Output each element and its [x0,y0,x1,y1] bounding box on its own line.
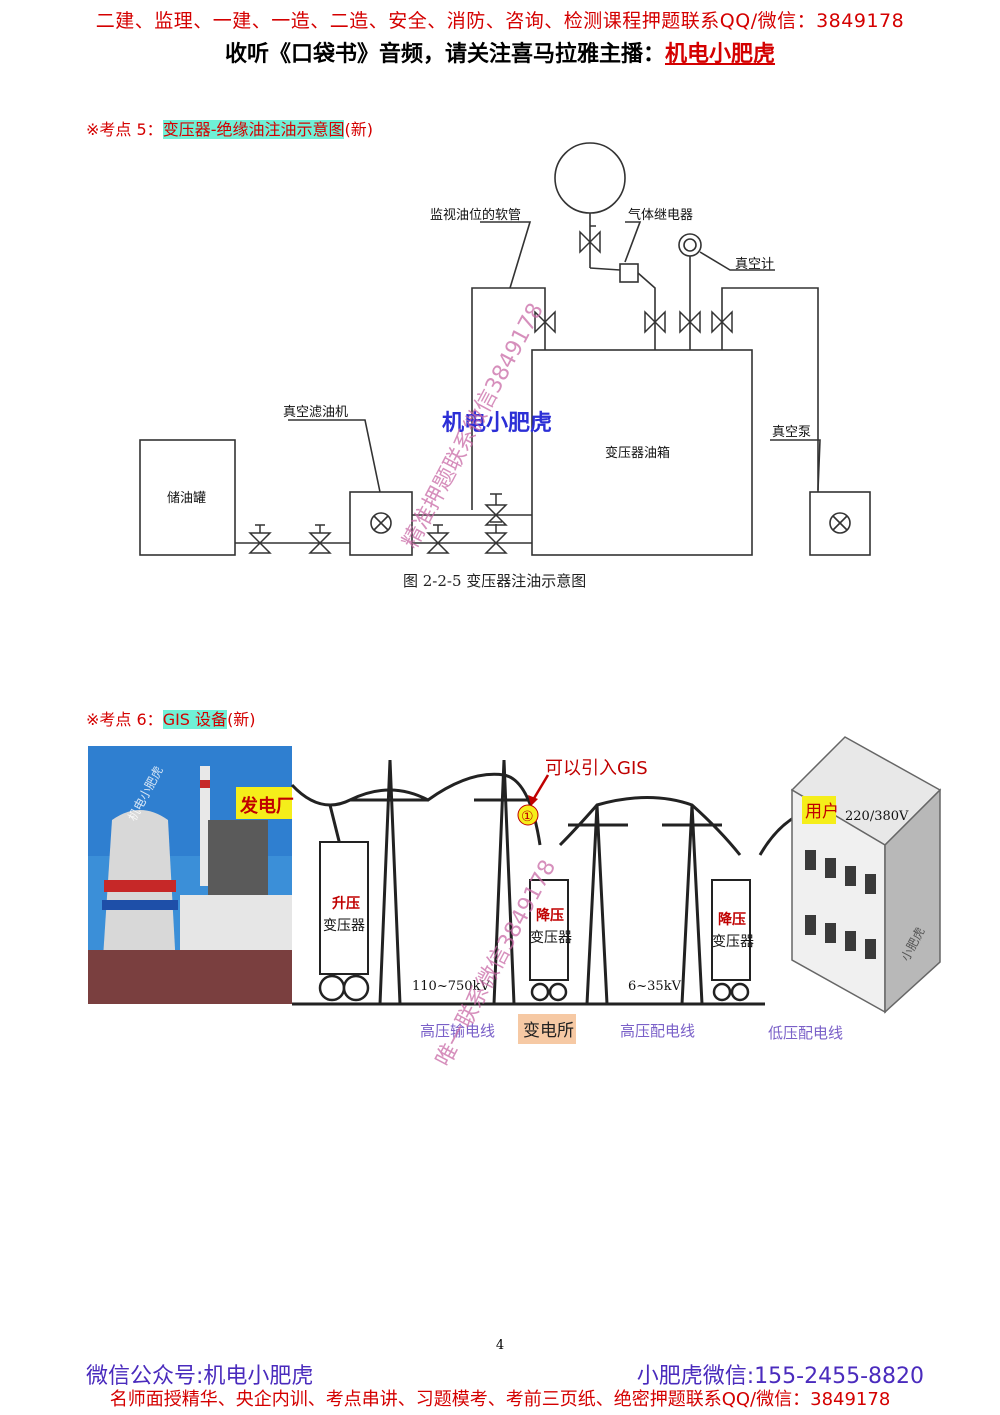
valve-icon [484,532,508,554]
watermark-brand: 机电小肥虎 [442,410,552,436]
valve-icon [248,532,272,554]
label-mv-range: 6~35kV [628,979,682,994]
storage-tank [139,439,236,556]
section5-suffix: (新) [344,120,373,139]
gis-arrow [531,774,550,801]
transformer-tank [531,349,753,556]
header-audio-line: 收听《口袋书》音频，请关注喜马拉雅主播：机电小肥虎 [0,36,1000,68]
valve-icon [426,532,450,554]
header-brand-link[interactable]: 机电小肥虎 [665,42,776,67]
valve-icon [679,310,701,334]
header-contact-line: 二建、监理、一建、一造、二造、安全、消防、咨询、检测课程押题联系QQ/微信：38… [95,10,905,32]
label-gis-note: 可以引入GIS [545,758,648,779]
gis-power-chain-diagram: 发电厂 机电小肥虎 升压 变压器 降压 变压器 降压 [88,736,942,1071]
label-step-down-2: 变压器 [530,930,572,946]
section6-suffix: (新) [227,710,256,729]
label-vacuum-pump: 真空泵 [772,425,811,440]
valve-icon [308,532,332,554]
label-step-down-4: 变压器 [712,934,754,950]
label-storage-tank: 储油罐 [167,491,206,506]
distribution-step-down-transformer: 降压 变压器 [711,879,754,1002]
power-plant-photo: 发电厂 机电小肥虎 [88,746,294,1004]
footer-wechat-contact: 小肥虎微信:155-2455-8820 [636,1364,924,1389]
label-gas-relay: 气体继电器 [628,207,693,223]
figure-caption: 图 2-2-5 变压器注油示意图 [403,572,586,590]
section5-heading: ※考点 5：变压器-绝缘油注油示意图(新) [86,116,373,140]
header-audio-prefix: 收听《口袋书》音频，请关注喜马拉雅主播： [224,42,665,67]
transmission-towers [290,759,811,1005]
page-number: 4 [495,1338,505,1353]
section6-title: GIS 设备 [162,710,228,729]
label-user-voltage: 220/380V [845,809,909,824]
label-step-up-2: 变压器 [323,918,365,934]
label-hose: 监视油位的软管 [430,207,521,223]
valve-icon [579,230,601,254]
vacuum-pump [809,491,871,556]
section5-prefix: ※考点 5： [86,120,163,139]
label-step-down-1: 降压 [536,907,564,924]
label-vacuum-gauge: 真空计 [735,257,774,272]
label-step-up-1: 升压 [332,895,360,912]
label-vacuum-filter: 真空滤油机 [283,405,348,420]
valve-group [248,230,733,554]
section5-title: 变压器-绝缘油注油示意图 [162,120,345,139]
valve-icon [644,310,666,334]
label-transformer-tank: 变压器油箱 [605,445,670,461]
label-user: 用户 [805,802,839,822]
label-power-plant: 发电厂 [239,795,294,817]
label-hv-range: 110~750kV [412,979,490,994]
label-gis-marker: ① [521,809,534,825]
oil-filling-diagram: 监视油位的软管 气体继电器 真空计 真空滤油机 储油罐 变压器油箱 真空泵 机电… [139,142,871,590]
valve-icon [534,310,556,334]
label-substation: 变电所 [523,1021,574,1041]
valve-icon [484,504,508,526]
section6-prefix: ※考点 6： [86,710,163,729]
label-mv-line: 高压配电线 [620,1022,695,1040]
substation-step-down-transformer: 降压 变压器 [529,879,572,1002]
vacuum-filter-machine [349,491,413,556]
section6-heading: ※考点 6：GIS 设备(新) [86,706,256,730]
valve-icon [711,310,733,334]
label-step-down-3: 降压 [718,911,746,928]
label-lv-line: 低压配电线 [768,1024,843,1042]
footer-course-contact: 名师面授精华、央企内训、考点串讲、习题模考、考前三页纸、绝密押题联系QQ/微信：… [109,1389,891,1410]
label-hv-line: 高压输电线 [420,1022,495,1040]
step-up-transformer: 升压 变压器 [318,841,370,1002]
user-building: 用户 220/380V 小肥虎 [790,736,942,1014]
footer-wechat-account: 微信公众号:机电小肥虎 [86,1364,314,1389]
